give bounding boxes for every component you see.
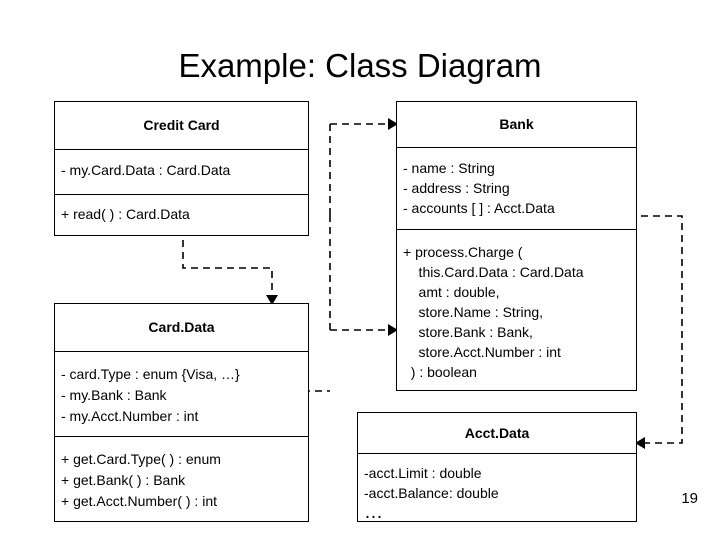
class-name-bank: Bank — [499, 116, 534, 132]
class-box-credit-card[interactable]: Credit Card - my.Card.Data : Card.Data +… — [54, 101, 309, 236]
class-box-acct-data[interactable]: Acct.Data -acct.Limit : double -acct.Bal… — [357, 412, 637, 522]
arrow-bank-ops — [388, 324, 398, 336]
class-operations-card-data: + get.Card.Type( ) : enum + get.Bank( ) … — [55, 436, 308, 522]
arrow-acctdata — [635, 437, 645, 449]
class-attributes-acct-data: -acct.Limit : double -acct.Balance: doub… — [358, 453, 636, 522]
acct-data-attr-text: -acct.Limit : double -acct.Balance: doub… — [364, 465, 499, 501]
connector-creditcard-carddata — [182, 240, 273, 295]
arrow-carddata-top — [266, 295, 278, 305]
page-title: Example: Class Diagram — [178, 47, 542, 84]
acct-data-ellipsis: … — [364, 502, 383, 523]
class-name-acct-data: Acct.Data — [464, 425, 530, 441]
class-attributes-bank: - name : String - address : String - acc… — [397, 147, 636, 229]
page-number: 19 — [681, 490, 698, 507]
class-box-card-data[interactable]: Card.Data - card.Type : enum {Visa, …} -… — [54, 303, 309, 522]
class-name-card-data: Card.Data — [148, 319, 215, 335]
class-box-bank[interactable]: Bank - name : String - address : String … — [396, 101, 637, 391]
connector-bank-acctdata — [641, 215, 683, 444]
class-operations-bank: + process.Charge ( this.Card.Data : Card… — [397, 229, 636, 391]
class-attributes-credit-card: - my.Card.Data : Card.Data — [55, 149, 308, 194]
class-attributes-card-data: - card.Type : enum {Visa, …} - my.Bank :… — [55, 351, 308, 436]
arrow-bank-top — [388, 118, 398, 130]
class-operations-credit-card: + read( ) : Card.Data — [55, 194, 308, 236]
class-name-credit-card: Credit Card — [143, 117, 220, 133]
